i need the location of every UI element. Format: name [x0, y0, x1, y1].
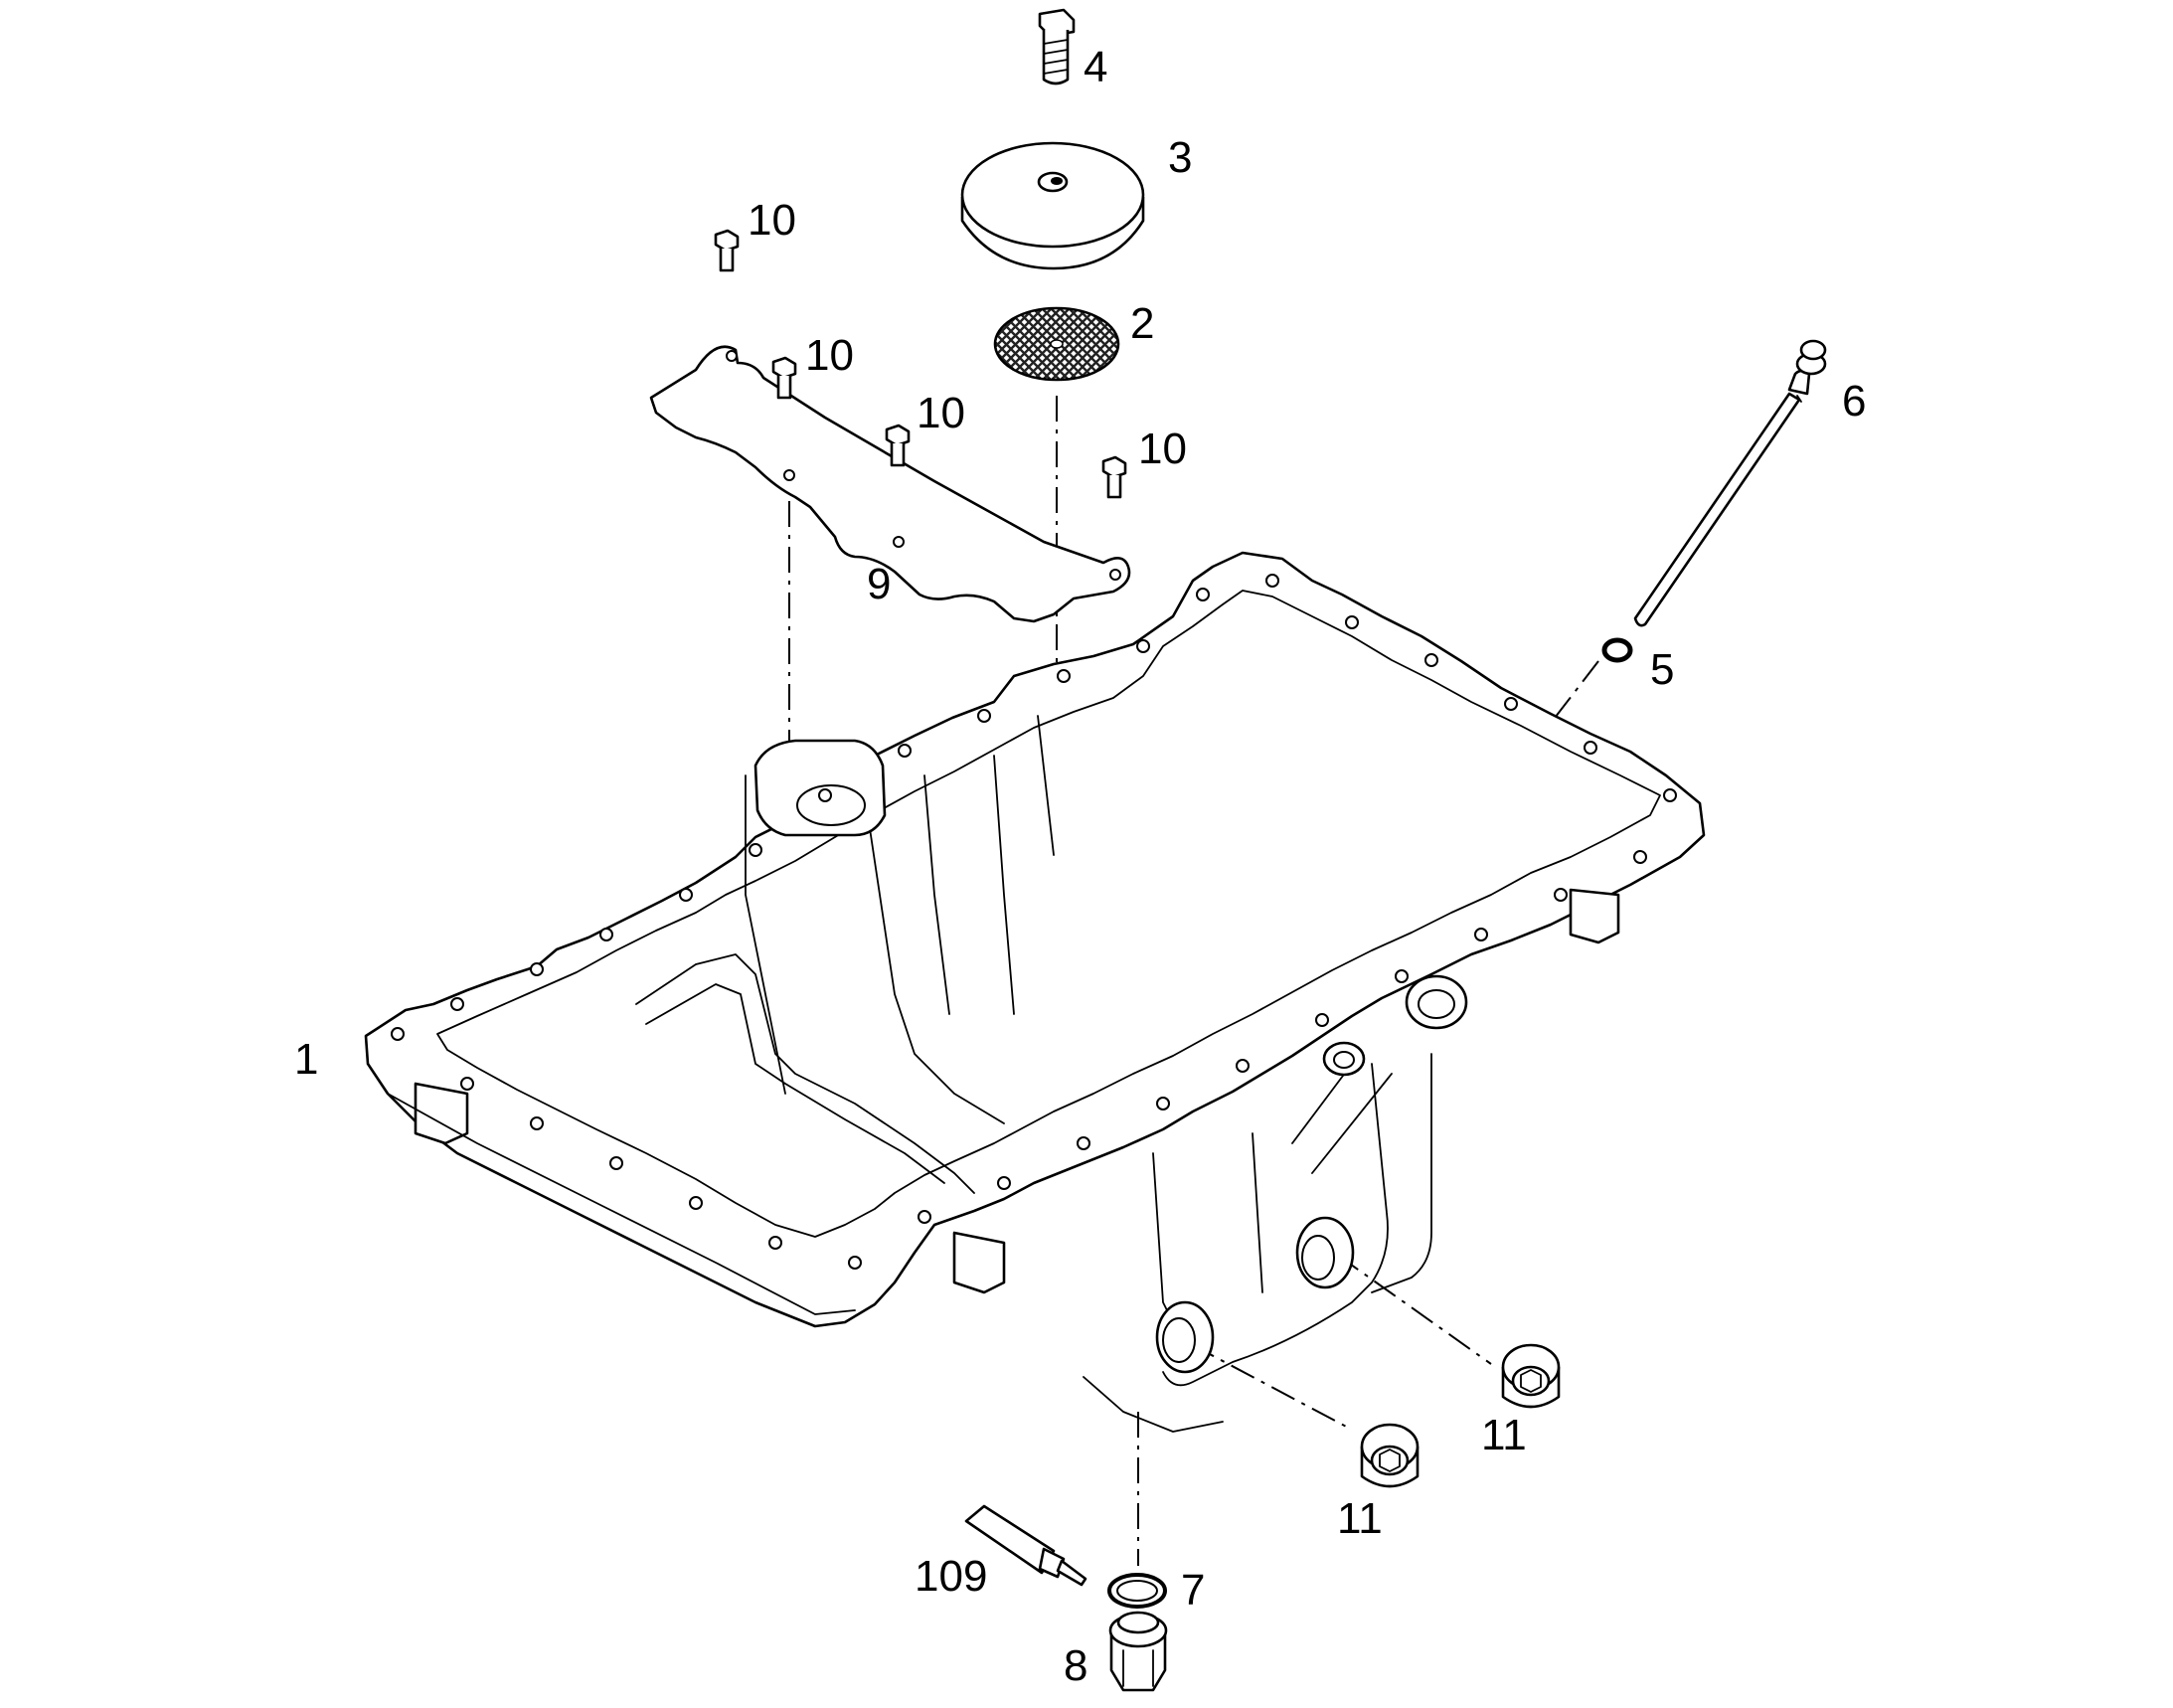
callout-10-c: 10 — [917, 389, 965, 437]
baffle-plate — [649, 345, 1131, 623]
callout-7: 7 — [1181, 1566, 1205, 1615]
callout-11-b: 11 — [1337, 1494, 1383, 1543]
callout-4: 4 — [1084, 43, 1107, 91]
oil-pan — [364, 551, 1706, 1433]
small-bolt-1 — [714, 229, 740, 272]
drain-plug-b — [1360, 1423, 1420, 1488]
small-bolt-2 — [771, 356, 797, 400]
callout-1: 1 — [294, 1035, 318, 1084]
o-ring-small — [1601, 637, 1633, 663]
callout-9: 9 — [867, 560, 891, 608]
filter-cover — [960, 141, 1145, 270]
callout-8: 8 — [1064, 1641, 1087, 1690]
oil-drain-bolt — [1108, 1611, 1168, 1692]
callout-11-a: 11 — [1481, 1411, 1527, 1459]
callout-5: 5 — [1650, 645, 1674, 694]
dipstick-tube — [1633, 339, 1827, 627]
callout-10-d: 10 — [1138, 425, 1187, 473]
small-bolt-3 — [885, 424, 911, 467]
callout-10-b: 10 — [805, 331, 854, 380]
callout-2: 2 — [1130, 299, 1154, 348]
sealing-washer — [1107, 1573, 1167, 1609]
callout-3: 3 — [1168, 133, 1192, 182]
center-bolt — [1038, 8, 1076, 85]
drain-plug-a — [1501, 1343, 1561, 1409]
small-bolts — [714, 229, 1127, 499]
sealant-tube — [964, 1504, 1087, 1587]
small-bolt-4 — [1101, 455, 1127, 499]
callout-10-a: 10 — [748, 196, 796, 245]
callouts: 4 3 10 2 10 10 10 6 9 5 1 11 11 109 7 8 — [294, 43, 1866, 1690]
callout-6: 6 — [1842, 377, 1866, 426]
callout-109: 109 — [915, 1552, 987, 1601]
filter-screen — [993, 306, 1120, 382]
